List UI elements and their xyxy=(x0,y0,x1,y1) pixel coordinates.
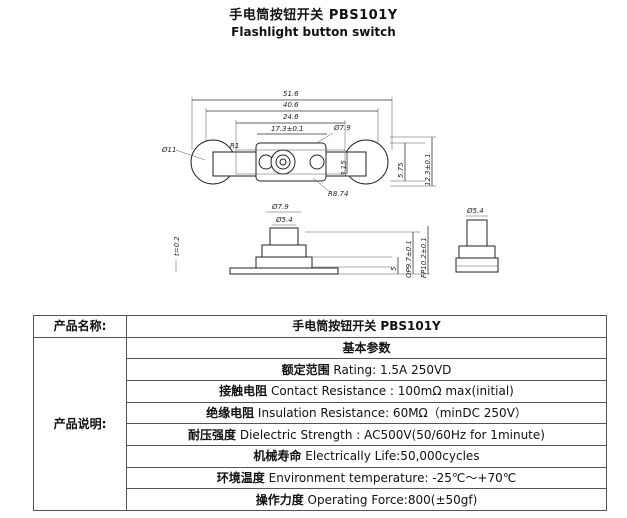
side-dimensions: 3.15 5.75 12.3±0.1 xyxy=(340,136,436,187)
table-row: 操作力度 Operating Force:800(±50gf) xyxy=(34,488,607,511)
page-title: 手电筒按钮开关 PBS101Y xyxy=(229,8,398,23)
dim-height-123: 12.3±0.1 xyxy=(424,153,432,186)
dim-center-width: 17.3±0.1 xyxy=(271,125,304,133)
spec-insulation-resistance: 绝缘电阻 Insulation Resistance: 60MΩ（minDC 2… xyxy=(126,401,607,425)
table-row: 接触电阻 Contact Resistance : 100mΩ max(init… xyxy=(34,379,607,403)
dim-body-width: 24.6 xyxy=(283,113,299,121)
dim-hole-diameter: Ø11 xyxy=(161,146,176,154)
dim-operating-position: OP9.7±0.1 xyxy=(405,240,413,278)
dim-thickness-315: 3.15 xyxy=(340,160,348,176)
spec-dielectric-strength: 耐压强度 Dielectric Strength : AC500V(50/60H… xyxy=(126,423,607,446)
table-row: 产品名称: 手电筒按钮开关 PBS101Y xyxy=(33,315,607,338)
dim-height-575: 5.75 xyxy=(397,162,405,178)
dim-free-position: FP10.2±0.1 xyxy=(420,237,428,278)
table-row: 机械寿命 Electrically Life:50,000cycles xyxy=(34,444,607,468)
product-name-value: 手电筒按钮开关 PBS101Y xyxy=(126,315,607,338)
dim-radius-r1: R1 xyxy=(230,142,239,150)
dim-hole-center: 40.6 xyxy=(283,101,299,109)
dim-overall-length: 51.6 xyxy=(283,90,299,98)
dim-button-diameter: Ø7.9 xyxy=(333,124,351,132)
dim-stem-diameter: Ø5.4 xyxy=(275,216,293,224)
spec-electrical-life: 机械寿命 Electrically Life:50,000cycles xyxy=(126,444,607,468)
spec-rating: 额定范围 Rating: 1.5A 250VD xyxy=(126,358,607,381)
spec-table: 产品名称: 手电筒按钮开关 PBS101Y 产品说明: 基本参数 额定范围 Ra… xyxy=(33,315,607,512)
dim-side-stem-diameter: Ø5.4 xyxy=(466,207,484,215)
product-name-label: 产品名称: xyxy=(33,315,127,338)
product-desc-label: 产品说明: xyxy=(33,336,127,512)
side-view: Ø5.4 xyxy=(455,207,499,273)
dim-plate-thickness: t=0.2 xyxy=(173,236,181,256)
page-subtitle: Flashlight button switch xyxy=(231,25,396,39)
table-row: 产品说明: 基本参数 xyxy=(33,336,607,512)
technical-drawing: 51.6 40.6 24.6 17.3±0.1 Ø7.9 R1 Ø11 R8.7… xyxy=(161,90,499,278)
spec-environment-temperature: 环境温度 Environment temperature: -25℃～+70℃ xyxy=(126,466,607,490)
spec-operating-force: 操作力度 Operating Force:800(±50gf) xyxy=(126,488,607,511)
dim-radius-r874: R8.74 xyxy=(328,190,348,198)
dim-height-5: 5 xyxy=(390,266,398,271)
dim-cap-diameter: Ø7.9 xyxy=(271,203,289,211)
top-dimensions: 51.6 40.6 24.6 17.3±0.1 Ø7.9 xyxy=(191,90,393,159)
front-view: Ø7.9 Ø5.4 5 OP9.7±0.1 FP10.2±0.1 t=0.2 xyxy=(173,203,430,278)
spec-contact-resistance: 接触电阻 Contact Resistance : 100mΩ max(init… xyxy=(126,379,607,403)
top-view: R1 Ø11 R8.74 xyxy=(161,139,389,198)
spec-heading: 基本参数 xyxy=(126,336,607,360)
